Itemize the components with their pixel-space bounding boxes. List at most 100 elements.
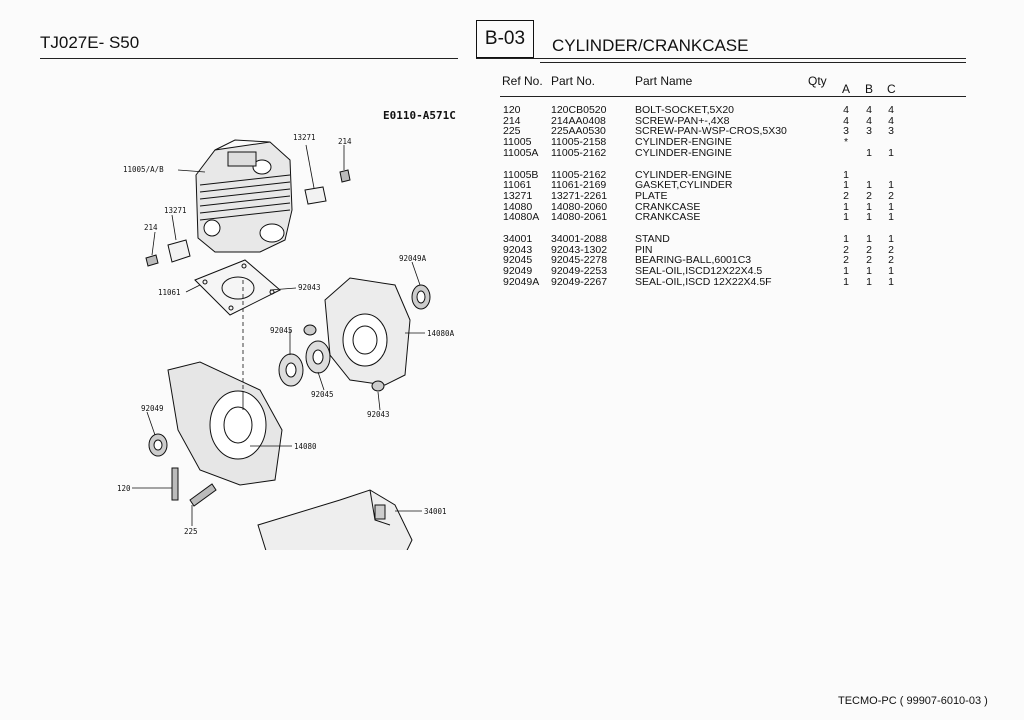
table-cell-b: 4 — [866, 104, 872, 116]
table-cell-b: 3 — [866, 125, 872, 138]
callout-92049a: 92049A — [399, 254, 427, 263]
table-cell-part: 214AA0408 — [551, 114, 606, 127]
table-cell-a: 4 — [843, 104, 849, 116]
table-cell-c: 1 — [888, 179, 894, 192]
table-cell-name: CRANKCASE — [635, 200, 701, 213]
table-cell-a: 1 — [843, 200, 849, 213]
table-cell-name: SEAL-OIL,ISCD12X22X4.5 — [635, 265, 763, 278]
table-cell-c: 4 — [888, 114, 894, 127]
table-cell-b: 2 — [866, 254, 872, 267]
table-cell-ref: 92049 — [503, 265, 533, 278]
table-cell-c: 2 — [888, 189, 894, 202]
col-qty-header: Qty — [808, 74, 827, 88]
table-cell-part: 225AA0530 — [551, 125, 606, 138]
callout-92049: 92049 — [141, 404, 164, 413]
table-cell-name: SEAL-OIL,ISCD 12X22X4.5F — [635, 275, 772, 288]
crankcase-right-drawing — [324, 277, 431, 386]
table-cell-b: 1 — [866, 275, 872, 288]
callout-14080: 14080 — [294, 442, 317, 451]
table-cell-c: 2 — [888, 254, 894, 267]
table-cell-part: 92049-2253 — [551, 265, 608, 278]
table-cell-ref: 92045 — [503, 254, 533, 267]
callout-214-top: 214 — [338, 137, 352, 146]
crankcase-left-drawing — [148, 361, 283, 507]
col-b-header: B — [865, 82, 874, 96]
col-a-header: A — [842, 82, 851, 96]
table-cell-part: 92049-2267 — [551, 275, 608, 288]
table-cell-a: 1 — [843, 233, 849, 245]
table-cell-name: CYLINDER-ENGINE — [635, 136, 732, 149]
table-cell-part: 13271-2261 — [551, 189, 608, 202]
table-cell-c: 1 — [888, 275, 894, 288]
table-cell-b: 4 — [866, 114, 872, 127]
table-cell-a: 2 — [843, 254, 849, 267]
table-cell-part: 120CB0520 — [551, 104, 607, 116]
table-cell-name: CYLINDER-ENGINE — [635, 168, 732, 181]
bearing-drawing — [278, 324, 385, 392]
table-cell-part: 11005-2162 — [551, 146, 607, 159]
col-c-header: C — [887, 82, 896, 96]
footer: TECMO-PC ( 99907-6010-03 ) — [838, 695, 988, 707]
table-cell-b: 1 — [866, 265, 872, 278]
table-cell-a: 1 — [843, 275, 849, 288]
table-cell-ref: 92043 — [503, 243, 533, 256]
table-cell-name: STAND — [635, 233, 670, 245]
table-cell-b: 2 — [866, 243, 872, 256]
table-cell-ref: 120 — [503, 104, 521, 116]
diagram-drawing — [132, 139, 431, 550]
table-cell-name: CRANKCASE — [635, 211, 701, 224]
footer-brand: TECMO-PC — [838, 695, 897, 707]
table-cell-name: BEARING-BALL,6001C3 — [635, 254, 752, 267]
table-cell-name: SCREW-PAN-WSP-CROS,5X30 — [635, 125, 787, 138]
table-cell-ref: 34001 — [503, 233, 533, 245]
table-cell-c: 2 — [888, 243, 894, 256]
callout-13271-left: 13271 — [164, 206, 187, 215]
table-cell-part: 14080-2061 — [551, 211, 608, 224]
callout-13271-top: 13271 — [293, 133, 316, 142]
section-title: CYLINDER/CRANKCASE — [552, 36, 749, 55]
table-cell-a: 1 — [843, 265, 849, 278]
header-rule-right-inner — [540, 62, 966, 63]
table-cell-b: 1 — [866, 200, 872, 213]
plate-drawing — [145, 169, 351, 267]
table-cell-part: 14080-2060 — [551, 200, 608, 213]
table-cell-a: 1 — [843, 168, 849, 181]
table-cell-a: * — [843, 136, 849, 149]
table-cell-b: 1 — [866, 211, 872, 224]
table-header-rule — [500, 96, 966, 97]
table-cell-ref: 13271 — [503, 189, 533, 202]
table-cell-ref: 11061 — [503, 179, 532, 192]
table-cell-name: CYLINDER-ENGINE — [635, 146, 732, 159]
table-cell-c: 1 — [888, 233, 894, 245]
table-cell-ref: 11005 — [503, 136, 532, 149]
leader-lines — [132, 144, 425, 526]
col-part-header: Part No. — [551, 74, 596, 88]
diagram-code: E0110-A571C — [383, 109, 456, 122]
gasket-drawing — [194, 259, 281, 316]
table-cell-ref: 225 — [503, 125, 521, 138]
table-cell-ref: 14080 — [503, 200, 533, 213]
callout-120: 120 — [117, 484, 131, 493]
table-cell-part: 11005-2158 — [551, 136, 607, 149]
table-cell-name: GASKET,CYLINDER — [635, 179, 733, 192]
table-cell-c: 1 — [888, 146, 894, 159]
table-cell-part: 92043-1302 — [551, 243, 608, 256]
callout-11061: 11061 — [158, 288, 181, 297]
col-ref-header: Ref No. — [502, 74, 543, 88]
table-cell-ref: 92049A — [503, 275, 540, 288]
header-rule-right — [476, 58, 966, 59]
callout-92043-bottom: 92043 — [367, 410, 390, 419]
model-name: TJ027E- S50 — [40, 33, 140, 52]
table-cell-b: 2 — [866, 189, 872, 202]
table-cell-part: 11061-2169 — [551, 179, 607, 192]
table-cell-name: SCREW-PAN+-,4X8 — [635, 114, 730, 127]
table-cell-c: 4 — [888, 104, 894, 116]
table-cell-part: 92045-2278 — [551, 254, 608, 267]
callout-14080a: 14080A — [427, 329, 455, 338]
table-cell-b: 1 — [866, 179, 872, 192]
table-cell-a: 1 — [843, 179, 849, 192]
table-cell-ref: 11005B — [503, 168, 539, 181]
table-cell-part: 34001-2088 — [551, 233, 608, 245]
header-rule-left — [40, 58, 458, 59]
table-cell-c: 1 — [888, 211, 894, 224]
